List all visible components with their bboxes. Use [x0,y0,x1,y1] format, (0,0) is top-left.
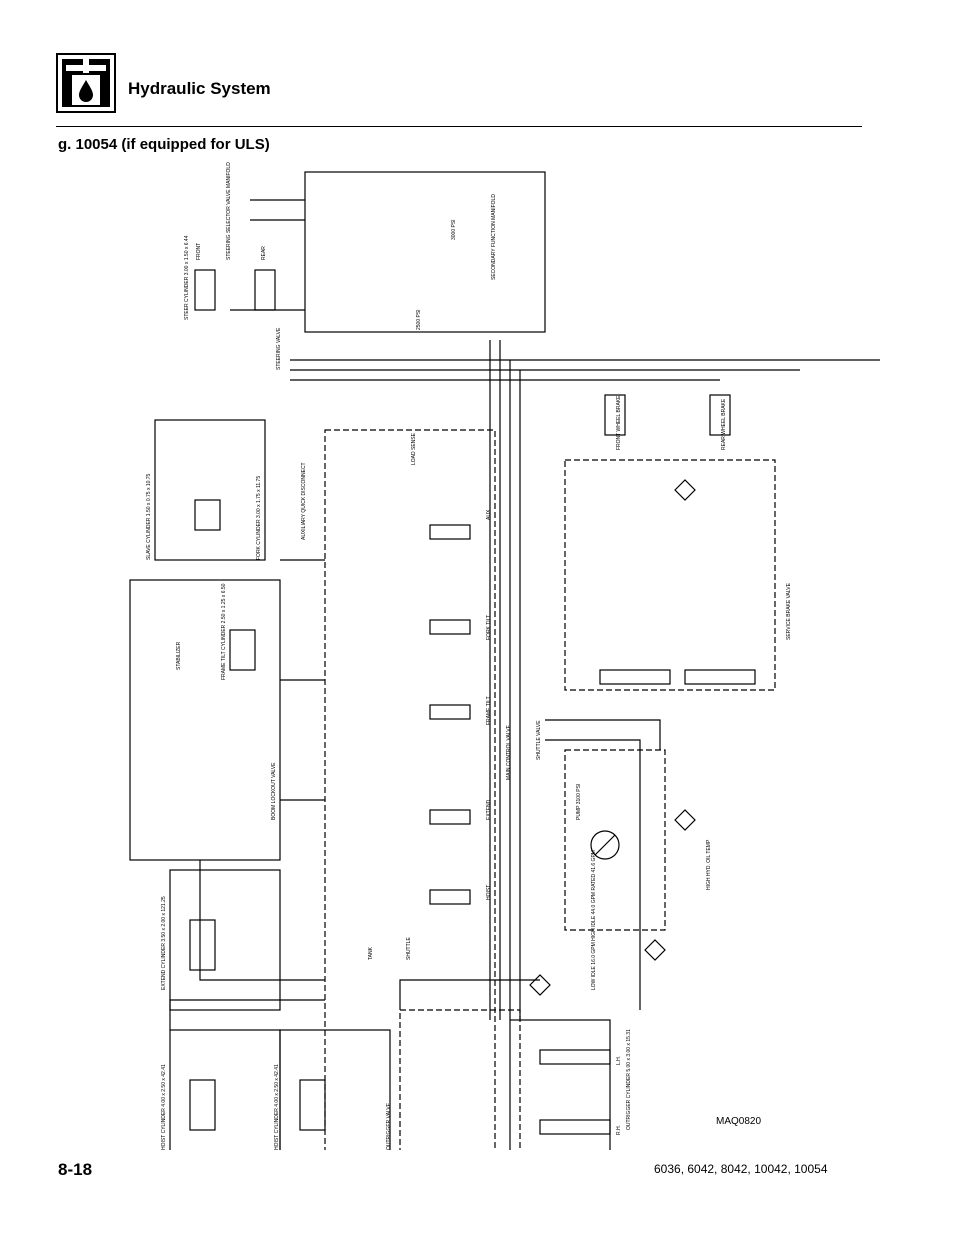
label-main-control: MAIN CONTROL VALVE [506,724,512,780]
label-aux: AUX [486,509,492,520]
label-lh: L.H. [616,1056,622,1065]
label-extend: EXTEND [486,799,492,820]
drawing-id: MAQ0820 [716,1116,762,1127]
label-hoist-cyl-b: HOIST CYLINDER 4.00 x 2.50 x 42.41 [274,1064,280,1150]
label-secondary-manifold: SECONDARY FUNCTION MANIFOLD [491,194,497,280]
label-shuttle: SHUTTLE [406,937,412,960]
label-hoist: HOIST [486,885,492,900]
page-number: 8-18 [58,1160,93,1179]
label-fork-tilt: FORK TILT [486,615,492,640]
section-title: Hydraulic System [128,79,271,98]
label-rear-brake: REAR WHEEL BRAKE [721,398,727,450]
label-frame-tilt: FRAME TILT [486,696,492,725]
label-stabilizer: STABILIZER [176,641,182,670]
subsection-title: g. 10054 (if equipped for ULS) [58,136,270,153]
label-steering-valve: STEERING VALVE [276,327,282,370]
header-divider [56,126,862,127]
label-pump-note: PUMP 3100 PSI [576,784,582,820]
label-steering-selector: STEERING SELECTOR VALVE MANIFOLD [226,162,232,260]
label-psi-2500: 2500 PSI [416,309,422,330]
label-load-sense: LOAD SENSE [411,432,417,465]
label-tank: TANK [368,946,374,960]
label-shuttle-valve: SHUTTLE VALVE [536,720,542,760]
label-psi-3000: 3000 PSI [451,219,457,240]
label-hyd-oil: HIGH HYD. OIL TEMP [706,839,712,890]
label-frame-tilt-cyl: FRAME TILT CYLINDER 2.50 x 1.25 x 6.50 [221,583,227,680]
label-fork-cyl: FORK CYLINDER 3.00 x 1.75 x 11.75 [256,476,262,560]
label-boom-lockout: BOOM LOCKOUT VALVE [271,762,277,820]
label-outrigger-cyl: OUTRIGGER CYLINDER 5.00 x 3.00 x 15.31 [626,1029,632,1130]
label-aux-disconnect: AUXILIARY QUICK DISCONNECT [301,462,307,540]
label-extend-cyl: EXTEND CYLINDER 3.50 x 2.00 x 121.25 [161,896,167,990]
label-pump-block: LOW IDLE 16.0 GPM HIGH IDLE 44.0 GPM RAT… [591,850,597,990]
hydraulic-drop-icon [56,53,116,113]
label-steer-cyl: STEER CYLINDER 3.00 x 1.50 x 6.44 [184,235,190,320]
label-service-brake: SERVICE BRAKE VALVE [786,582,792,640]
label-front-brake: FRONT WHEEL BRAKE [616,395,622,450]
label-rear: REAR [261,246,267,260]
label-front: FRONT [196,243,202,260]
hydraulic-schematic: SECONDARY FUNCTION MANIFOLD STEERING SEL… [129,162,880,1150]
model-list: 6036, 6042, 8042, 10042, 10054 [654,1162,828,1176]
label-slave-cyl: SLAVE CYLINDER 1.50 x 0.75 x 10.75 [146,473,152,560]
label-outrigger-valve: OUTRIGGER VALVE [386,1102,392,1150]
label-rh: R.H. [616,1125,622,1135]
label-hoist-cyl-a: HOIST CYLINDER 4.00 x 2.50 x 42.41 [161,1064,167,1150]
